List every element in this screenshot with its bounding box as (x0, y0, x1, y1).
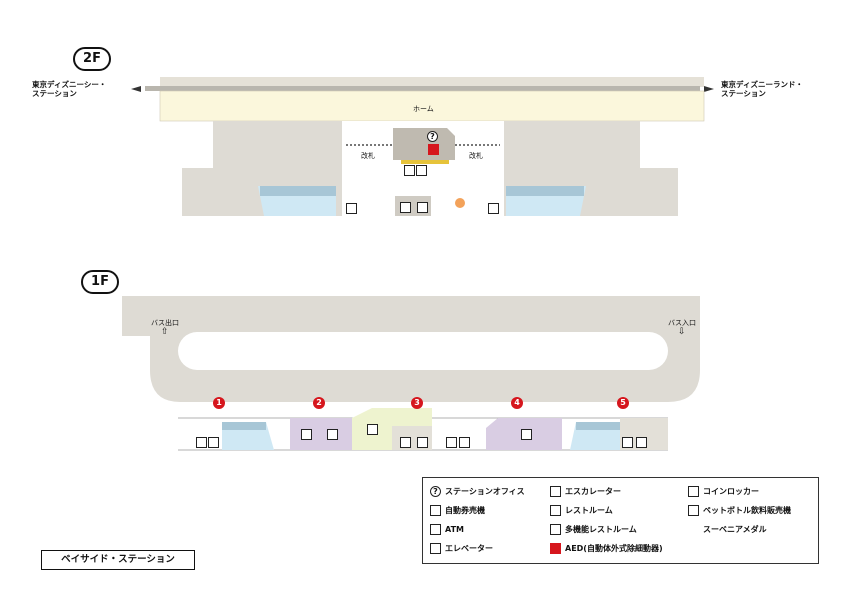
legend-item: 多機能レストルーム (550, 524, 637, 535)
coin-locker-icon (688, 486, 699, 497)
gate-number-3: 3 (411, 397, 423, 409)
escalator-icon (550, 486, 561, 497)
floor-badge-1f: 1F (81, 270, 119, 294)
platform-label: ホーム (413, 105, 434, 113)
escalator-icon (346, 203, 357, 214)
escalator-icon (208, 437, 219, 448)
elevator-icon (417, 437, 428, 448)
station-office-icon: ? (430, 486, 441, 497)
ticket-machine-icon (416, 165, 427, 176)
legend-item: ペットボトル飲料販売機 (688, 505, 791, 516)
legend-label: ステーションオフィス (445, 487, 525, 496)
escalator-icon (488, 203, 499, 214)
legend-label: 自動券売機 (445, 506, 485, 515)
legend-item: ? ステーションオフィス (430, 486, 525, 497)
elevator-icon (430, 543, 441, 554)
gate-right-label: 改札 (469, 152, 483, 160)
aed-icon (428, 144, 439, 155)
legend-label: 多機能レストルーム (565, 525, 637, 534)
pet-bottle-vending-icon (196, 437, 207, 448)
bus-exit-label: バス出口 (151, 319, 179, 327)
legend-label: エレベーター (445, 544, 493, 553)
elevator-icon (417, 202, 428, 213)
gate-number-5: 5 (617, 397, 629, 409)
legend-label: レストルーム (565, 506, 613, 515)
restroom-icon (301, 429, 312, 440)
coin-locker-icon (446, 437, 457, 448)
elevator-icon (400, 202, 411, 213)
coin-locker-icon (367, 424, 378, 435)
restroom-icon (550, 505, 561, 516)
restroom-icon (521, 429, 532, 440)
legend: ? ステーションオフィス エスカレーター コインロッカー 自動券売機 レストルー… (422, 477, 819, 564)
bus-entry-label: バス入口 (668, 319, 696, 327)
legend-label: コインロッカー (703, 487, 759, 496)
floor-badge-2f: 2F (73, 47, 111, 71)
multipurpose-restroom-icon (550, 524, 561, 535)
floor2-map (131, 77, 714, 216)
legend-item: コインロッカー (688, 486, 759, 497)
legend-label: スーベニアメダル (703, 525, 767, 534)
gate-left-label: 改札 (361, 152, 375, 160)
bus-exit-arrow-icon: ⇧ (161, 327, 169, 337)
left-destination-label: 東京ディズニーシー・ ステーション (32, 80, 107, 98)
elevator-icon (400, 437, 411, 448)
souvenir-medal-icon (688, 524, 699, 535)
legend-label: ATM (445, 525, 464, 534)
legend-item: ATM (430, 524, 464, 535)
atm-icon (404, 165, 415, 176)
legend-item: レストルーム (550, 505, 613, 516)
legend-item: エスカレーター (550, 486, 621, 497)
floor1-map (122, 296, 700, 451)
pet-bottle-vending-icon (459, 437, 470, 448)
pet-bottle-vending-icon (636, 437, 647, 448)
legend-item: AED(自動体外式除細動器) (550, 543, 663, 554)
legend-label: AED(自動体外式除細動器) (565, 544, 663, 553)
gate-number-2: 2 (313, 397, 325, 409)
gate-number-4: 4 (511, 397, 523, 409)
station-name: ベイサイド・ステーション (41, 550, 195, 570)
souvenir-medal-icon (456, 198, 467, 209)
legend-item: スーベニアメダル (688, 524, 767, 535)
gate-number-1: 1 (213, 397, 225, 409)
legend-item: 自動券売機 (430, 505, 485, 516)
legend-label: エスカレーター (565, 487, 621, 496)
legend-label: ペットボトル飲料販売機 (703, 506, 791, 515)
atm-icon (430, 524, 441, 535)
multipurpose-restroom-icon (327, 429, 338, 440)
station-office-icon: ? (427, 131, 438, 142)
legend-item: エレベーター (430, 543, 493, 554)
pet-bottle-vending-icon (688, 505, 699, 516)
aed-icon (550, 543, 561, 554)
ticket-machine-icon (430, 505, 441, 516)
escalator-icon (622, 437, 633, 448)
bus-entry-arrow-icon: ⇩ (678, 327, 686, 337)
right-destination-label: 東京ディズニーランド・ ステーション (721, 80, 803, 98)
